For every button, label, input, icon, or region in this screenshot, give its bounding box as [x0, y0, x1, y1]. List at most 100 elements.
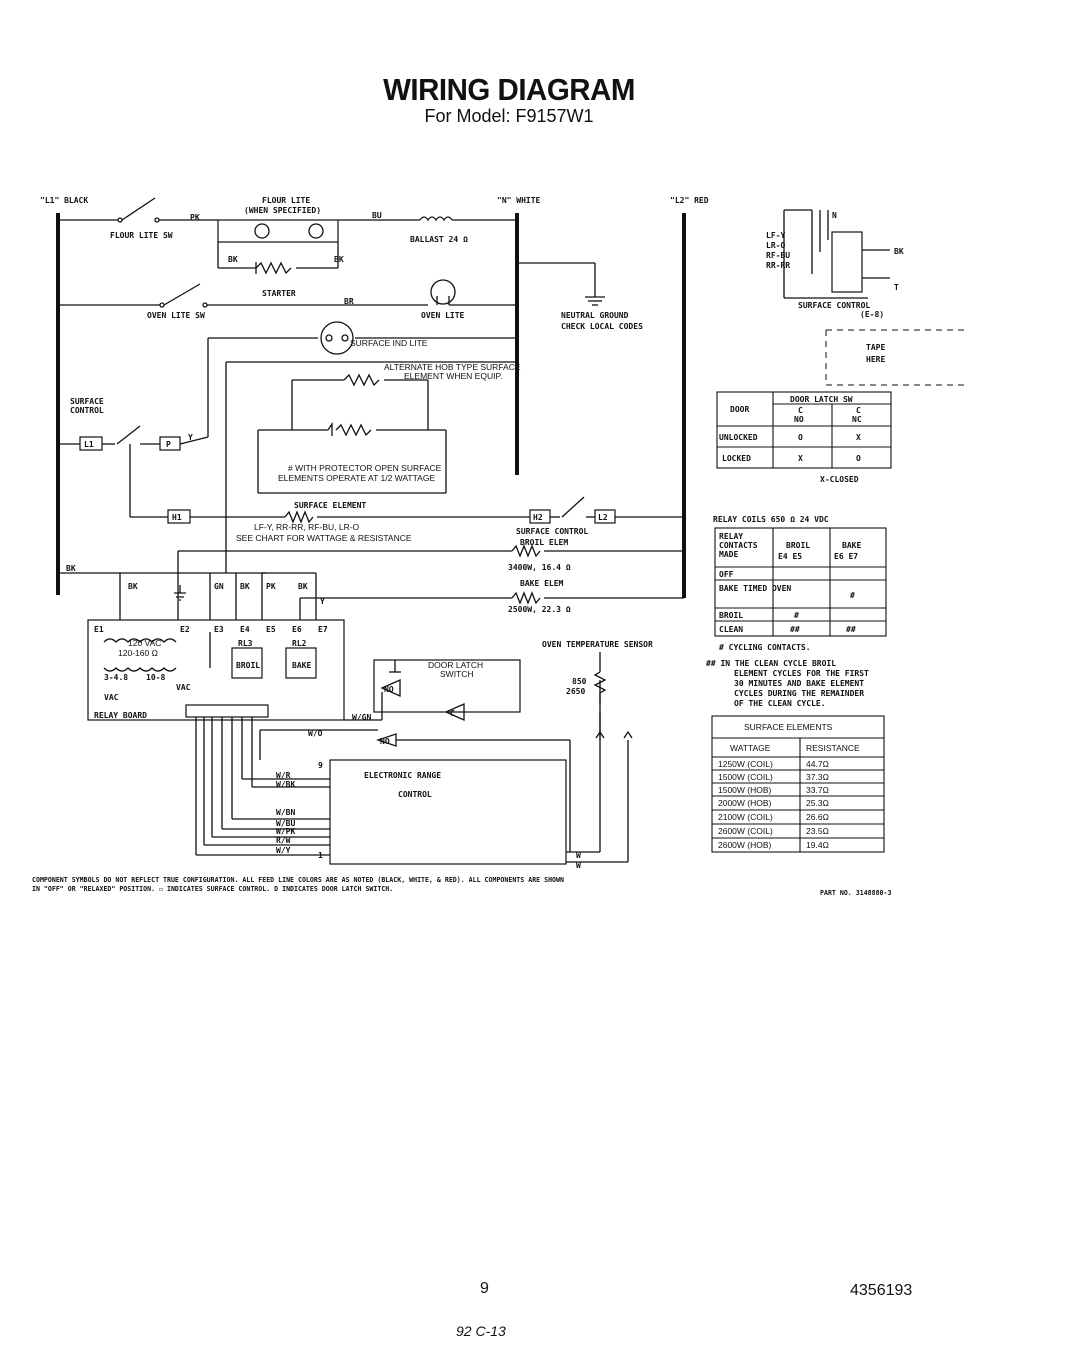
terminal-e3: E3	[214, 625, 224, 634]
handwritten-note: 92 C-13	[456, 1323, 506, 1339]
h1-box-label: H1	[172, 513, 182, 522]
se-row-6-r: 19.4Ω	[806, 840, 830, 850]
sc-line-rf: RF-BU	[766, 251, 790, 260]
relay-board	[87, 573, 345, 721]
wire-bk-3: BK	[66, 564, 76, 573]
tape-label: TAPE	[866, 343, 885, 352]
relay-table	[714, 527, 887, 637]
w-label-1: W	[576, 851, 581, 860]
vac-120-label: 120 VAC	[128, 638, 161, 648]
se-row-5-r: 23.5Ω	[806, 826, 830, 836]
relay-note-2-2: 30 MINUTES AND BAKE ELEMENT	[734, 679, 864, 688]
door-latch-table	[716, 391, 892, 469]
se-row-0-r: 44.7Ω	[806, 759, 830, 769]
se-row-3-w: 2000W (HOB)	[718, 798, 772, 808]
surface-element-codes: LF-Y, RR-RR, RF-BU, LR-O	[254, 522, 360, 532]
relay-row-clean: CLEAN	[719, 625, 743, 634]
surface-circuit	[58, 321, 684, 620]
rl2-label: RL2	[292, 639, 307, 648]
sc-bk-label: BK	[894, 247, 904, 256]
se-row-4-r: 26.6Ω	[806, 812, 830, 822]
dl-row-locked-b: O	[856, 454, 861, 463]
se-title: SURFACE ELEMENTS	[744, 722, 833, 732]
sensor-850-label: 850	[572, 677, 587, 686]
sc-line-rr: RR-RR	[766, 261, 790, 270]
page-number: 9	[480, 1280, 489, 1297]
pin-1: 1	[318, 851, 323, 860]
terminal-e6: E6	[292, 625, 302, 634]
relay-note-2-0: ## IN THE CLEAN CYCLE BROIL	[706, 659, 836, 668]
surface-elements-table	[711, 715, 885, 853]
when-specified-label: (WHEN SPECIFIED)	[244, 206, 321, 215]
wire-bk-4: BK	[128, 582, 138, 591]
dl-row-locked: LOCKED	[722, 454, 751, 463]
model-subtitle: For Model: F9157W1	[424, 106, 594, 126]
document-number: 4356193	[850, 1282, 913, 1299]
wire-y-2: Y	[320, 597, 325, 606]
relay-row-broil-val: #	[794, 611, 799, 620]
surface-control-left-2: CONTROL	[70, 406, 104, 415]
wire-bk-6: BK	[298, 582, 308, 591]
sc-code: (E-8)	[860, 310, 884, 319]
wire-rw: R/W	[276, 836, 291, 845]
door-c-label: C	[450, 709, 455, 718]
neutral-ground-label: NEUTRAL GROUND	[561, 311, 629, 320]
dl-sub-c1: C	[798, 406, 803, 415]
broil-relay-label: BROIL	[236, 661, 260, 670]
footnote-line-1: COMPONENT SYMBOLS DO NOT REFLECT TRUE CO…	[32, 876, 564, 884]
vac-10-label: 10-8	[146, 673, 165, 682]
wire-bk-2: BK	[334, 255, 344, 264]
wire-y-1: Y	[188, 433, 193, 442]
wire-bu-1: BU	[372, 211, 382, 220]
alt-hob-label-2: ELEMENT WHEN EQUIP.	[404, 371, 502, 381]
terminal-e1: E1	[94, 625, 104, 634]
relay-title: RELAY COILS 650 Ω 24 VDC	[713, 515, 829, 524]
se-col-w: WATTAGE	[730, 743, 771, 753]
l2-box-label: L2	[598, 513, 608, 522]
dl-header-door: DOOR	[730, 405, 749, 414]
h2-box-label: H2	[533, 513, 543, 522]
se-row-6-w: 2600W (HOB)	[718, 840, 772, 850]
door-latch-label-1: DOOR LATCH	[428, 660, 483, 670]
surface-ind-lite-label: SURFACE IND LITE	[350, 338, 428, 348]
door-latch-switch	[344, 659, 521, 747]
electronic-label-2: CONTROL	[398, 790, 432, 799]
electronic-label-1: ELECTRONIC RANGE	[364, 771, 441, 780]
relay-h3: MADE	[719, 550, 738, 559]
footnote-line-2: IN "OFF" OR "RELAXED" POSITION. ▭ INDICA…	[32, 885, 393, 893]
alt-hob-label-1: ALTERNATE HOB TYPE SURFACE	[384, 362, 521, 372]
rl3-label: RL3	[238, 639, 253, 648]
check-codes-label: CHECK LOCAL CODES	[561, 322, 643, 331]
terminal-e4: E4	[240, 625, 250, 634]
bake-relay-label: BAKE	[292, 661, 311, 670]
relay-col-e6e7: E6 E7	[834, 552, 858, 561]
flour-lite-sw-label: FLOUR LITE SW	[110, 231, 173, 240]
vac-3b-label: VAC	[104, 693, 119, 702]
wire-bk-5: BK	[240, 582, 250, 591]
relay-note-1: # CYCLING CONTACTS.	[719, 643, 811, 652]
wire-gn: GN	[214, 582, 224, 591]
se-row-4-w: 2100W (COIL)	[718, 812, 773, 822]
dl-row-unlocked-b: X	[856, 433, 861, 442]
surface-element-label: SURFACE ELEMENT	[294, 501, 366, 510]
relay-row-clean-bake: ##	[846, 625, 856, 634]
sc-title: SURFACE CONTROL	[798, 301, 870, 310]
relay-h1: RELAY	[719, 532, 743, 541]
l1-box-label: L1	[84, 440, 94, 449]
wire-wbk: W/BK	[276, 780, 295, 789]
relay-row-clean-broil: ##	[790, 625, 800, 634]
bake-elem-label: BAKE ELEM	[520, 579, 564, 588]
relay-col-e4e5: E4 E5	[778, 552, 802, 561]
relay-note-2-3: CYCLES DURING THE REMAINDER	[734, 689, 864, 698]
vac-10b-label: VAC	[176, 683, 191, 692]
se-row-1-w: 1500W (COIL)	[718, 772, 773, 782]
sc-n-label: N	[832, 211, 837, 220]
dl-note: X-CLOSED	[820, 475, 859, 484]
terminal-e7: E7	[318, 625, 328, 634]
electronic-range-control	[195, 652, 633, 865]
relay-col-bake: BAKE	[842, 541, 861, 550]
starter-label: STARTER	[262, 289, 296, 298]
wire-wbn: W/BN	[276, 808, 295, 817]
dl-row-unlocked: UNLOCKED	[719, 433, 758, 442]
